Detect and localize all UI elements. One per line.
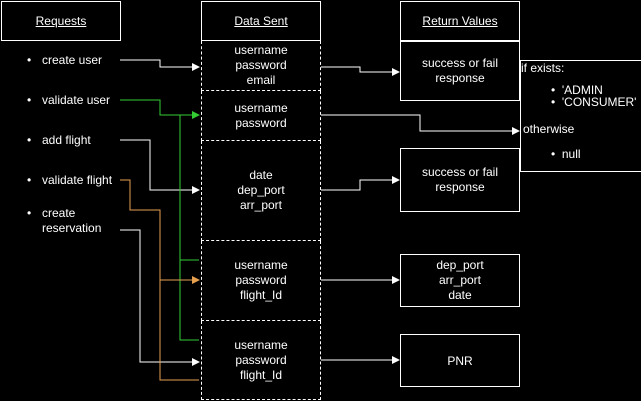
return-add-flight: success or fail response <box>400 148 520 212</box>
role-consumer: 'CONSUMER' <box>551 96 637 109</box>
connector-return-create-user <box>321 66 400 76</box>
request-create-user: create user <box>27 53 102 68</box>
request-add-flight: add flight <box>27 133 91 148</box>
request-validate-flight: validate flight <box>27 173 112 188</box>
otherwise-label: otherwise <box>523 122 575 136</box>
data-sent-validate-user: username password <box>201 91 321 141</box>
return-values-header: Return Values <box>400 1 520 41</box>
request-validate-user: validate user <box>27 93 110 108</box>
return-create-reservation: PNR <box>400 334 520 387</box>
return-validate-user: if exists: 'ADMIN 'CONSUMER' otherwise n… <box>520 60 641 172</box>
request-create-reservation: create reservation <box>27 206 101 236</box>
requests-header: Requests <box>1 1 121 41</box>
connector-create-reservation <box>120 229 200 366</box>
null-value: null <box>551 148 581 161</box>
data-sent-create-user: username password email <box>201 41 321 91</box>
connector-return-add-flight <box>321 176 400 191</box>
connector-create-user <box>120 59 200 71</box>
connector-validate-flight <box>120 179 200 284</box>
data-sent-header: Data Sent <box>201 1 321 41</box>
if-exists-label: if exists: <box>521 61 565 75</box>
connector-add-flight <box>120 139 200 194</box>
connector-validate-flight-2 <box>159 280 199 381</box>
data-sent-add-flight: date dep_port arr_port <box>201 141 321 241</box>
connector-return-validate-user <box>321 114 520 135</box>
data-sent-create-reservation: username password flight_Id <box>201 321 321 400</box>
return-validate-flight: dep_port arr_port date <box>400 254 520 307</box>
connector-validate-user <box>120 99 200 119</box>
data-sent-validate-flight: username password flight_Id <box>201 241 321 321</box>
return-create-user: success or fail response <box>400 41 520 101</box>
connector-validate-user-bus <box>179 115 199 341</box>
role-admin: 'ADMIN <box>551 84 603 97</box>
